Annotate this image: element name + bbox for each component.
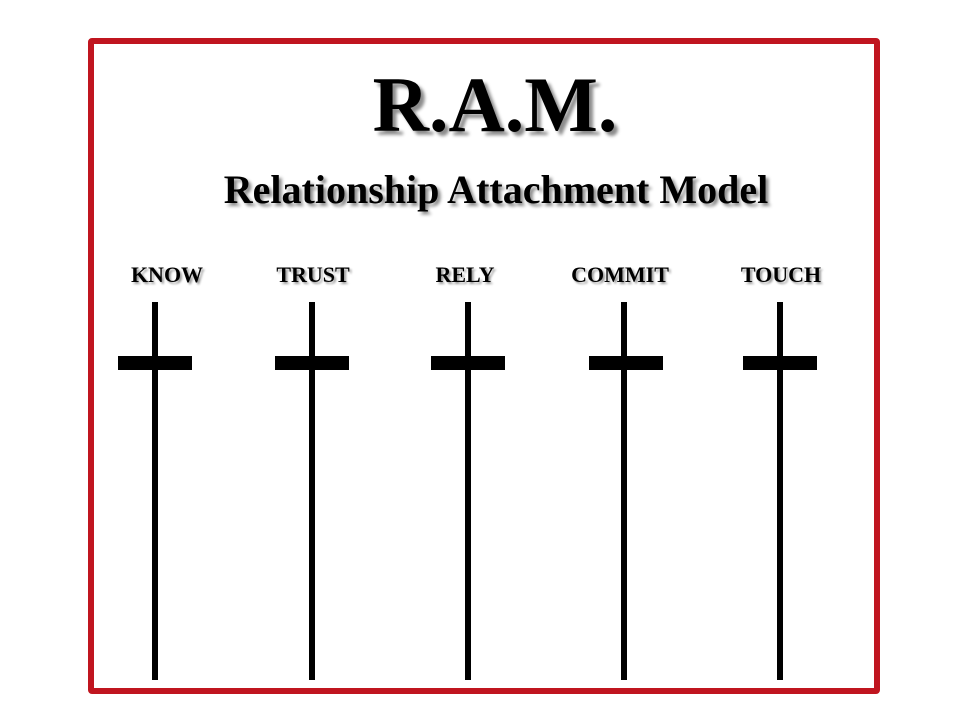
scale-label-trust: TRUST — [276, 262, 350, 287]
slider-handle-commit[interactable] — [589, 356, 663, 370]
scale-label-know: KNOW — [130, 262, 204, 287]
slider-track-touch — [777, 302, 783, 680]
slider-handle-know[interactable] — [118, 356, 192, 370]
scale-label-commit: COMMIT — [571, 262, 669, 287]
page-subtitle: Relationship Attachment Model — [223, 167, 769, 212]
slider-handle-rely[interactable] — [431, 356, 505, 370]
scale-label-touch: TOUCH — [740, 262, 822, 287]
slider-handle-touch[interactable] — [743, 356, 817, 370]
slider-handle-trust[interactable] — [275, 356, 349, 370]
slider-track-rely — [465, 302, 471, 680]
scale-label-rely: RELY — [435, 262, 495, 287]
slider-track-know — [152, 302, 158, 680]
slider-track-commit — [621, 302, 627, 680]
page-title: R.A.M. — [372, 61, 618, 148]
slider-track-trust — [309, 302, 315, 680]
